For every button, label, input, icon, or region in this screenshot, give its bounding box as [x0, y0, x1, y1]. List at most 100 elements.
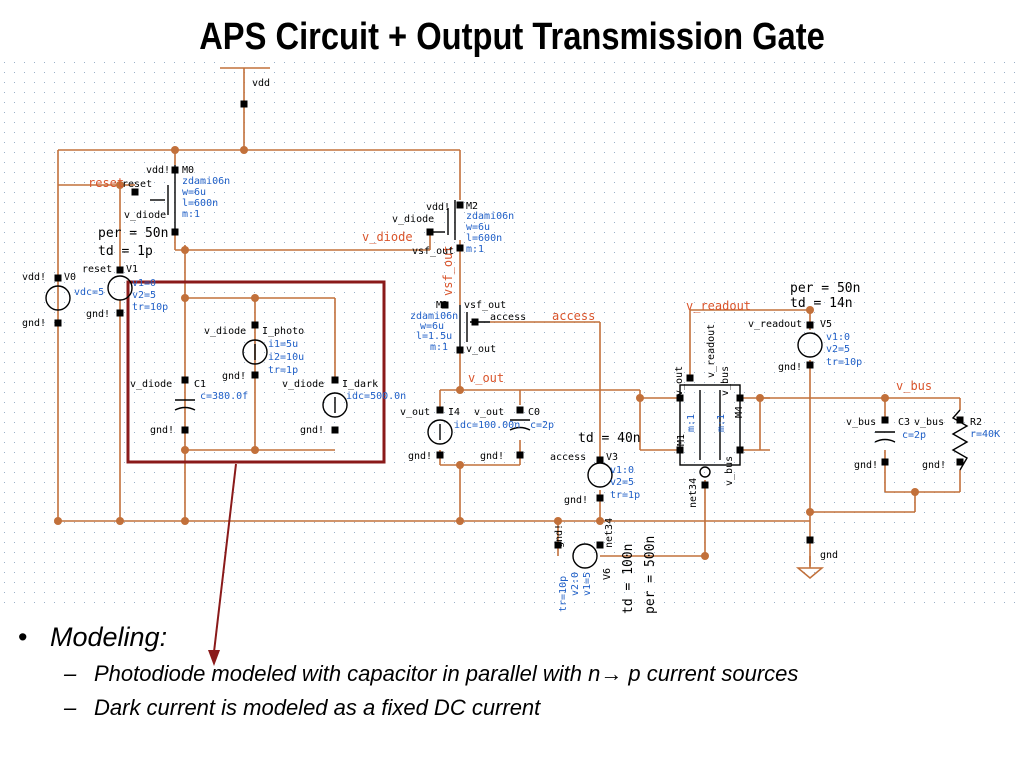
- c3-gnd-pin: gnd!: [854, 460, 878, 471]
- m0-m: m:1: [182, 209, 200, 220]
- v6-name: V6: [602, 568, 613, 580]
- v6-net34-pin: net34: [604, 518, 615, 548]
- right-arrow-icon: →: [600, 661, 623, 686]
- photodiode-highlight-box: [126, 280, 386, 464]
- c1-gnd-pin: gnd!: [150, 425, 174, 436]
- c1-c: c=380.0f: [200, 391, 248, 402]
- net-label-vsf-out: vsf_out: [441, 245, 455, 296]
- v3-name: V3: [606, 452, 618, 463]
- idark-pin: v_diode: [282, 379, 324, 390]
- sub-bullet-photodiode: – Photodiode modeled with capacitor in p…: [18, 661, 1018, 687]
- m3-m: m:1: [430, 342, 448, 353]
- callout-arrow-line: [213, 463, 237, 653]
- v6-per: per = 500n: [643, 536, 658, 614]
- m3-l: l=1.5u: [416, 331, 452, 342]
- m1-m: m:1: [686, 414, 697, 432]
- grid-dots: [4, 62, 1015, 603]
- m4-pin-vbus-top: v_bus: [720, 366, 731, 396]
- sub-bullet-photodiode-text-a: Photodiode modeled with capacitor in par…: [94, 661, 601, 686]
- m0-w: w=6u: [182, 187, 206, 198]
- r2-name: R2: [970, 417, 982, 428]
- v6-v1: v1=5: [582, 572, 593, 596]
- m1-pin-vreadout: v_readout: [706, 324, 717, 378]
- v6-tr: tr=10p: [558, 576, 569, 612]
- junctions: [54, 146, 919, 560]
- c3-pin: v_bus: [846, 417, 876, 428]
- m0-l: l=600n: [182, 198, 218, 209]
- m4-pin-vbus-bottom: v_bus: [724, 456, 735, 486]
- r2-gnd-pin: gnd!: [922, 460, 946, 471]
- idark-name: I_dark: [342, 379, 378, 390]
- m1-pin-vout: v_out: [674, 366, 685, 396]
- idark-gnd-pin: gnd!: [300, 425, 324, 436]
- v0-gnd-pin: gnd!: [22, 318, 46, 329]
- c0-pin: v_out: [474, 407, 504, 418]
- v5-name: V5: [820, 319, 832, 330]
- wires: [57, 67, 961, 568]
- c1-name: C1: [194, 379, 206, 390]
- v0-param: vdc=5: [74, 287, 104, 298]
- net-label-access: access: [552, 309, 595, 323]
- m0-model: zdami06n: [182, 176, 230, 187]
- m1-pin-net34: net34: [688, 478, 699, 508]
- callout-arrow-head: [208, 650, 220, 666]
- v1-td: td = 1p: [98, 244, 153, 259]
- iphoto-gnd-pin: gnd!: [222, 371, 246, 382]
- v5-gnd-pin: gnd!: [778, 362, 802, 373]
- m3-model: zdami06n: [410, 311, 458, 322]
- pin-markers: [54, 100, 964, 549]
- m3-drain-label: vsf_out: [464, 300, 506, 311]
- c0-c: c=2p: [530, 420, 554, 431]
- iphoto-i2: i2=10u: [268, 352, 304, 363]
- c0-gnd-pin: gnd!: [480, 451, 504, 462]
- v6-gnd-pin: gnd!: [554, 524, 565, 548]
- m4-name: M4: [734, 406, 745, 418]
- v5-tr: tr=10p: [826, 357, 862, 368]
- v6-v2: v2:0: [570, 572, 581, 596]
- m3-w: w=6u: [420, 321, 444, 332]
- v5-pin: v_readout: [748, 319, 802, 330]
- v1-gnd-pin: gnd!: [86, 309, 110, 320]
- m3-name: M3: [436, 300, 448, 311]
- r2-r: r=40K: [970, 429, 1000, 440]
- bullet-dot: •: [18, 622, 28, 652]
- dash-marker: –: [64, 695, 77, 720]
- m3-source-label: v_out: [466, 344, 496, 355]
- m2-name: M2: [466, 201, 478, 212]
- m2-l: l=600n: [466, 233, 502, 244]
- slide-title: APS Circuit + Output Transmission Gate: [199, 16, 825, 58]
- c3-c: c=2p: [902, 430, 926, 441]
- iphoto-name: I_photo: [262, 326, 304, 337]
- sub-bullet-dark-current: – Dark current is modeled as a fixed DC …: [18, 695, 1018, 721]
- m2-source-label: vsf_out: [412, 246, 454, 257]
- i4-gnd-pin: gnd!: [408, 451, 432, 462]
- source-params-large: per = 50n td = 1p td = 40n per = 50n td …: [98, 226, 860, 614]
- i4-name: I4: [448, 407, 460, 418]
- v5-td: td = 14n: [790, 296, 853, 311]
- v5-v1: v1:0: [826, 332, 850, 343]
- vdd-top-label: vdd: [252, 78, 270, 89]
- iphoto-pin: v_diode: [204, 326, 246, 337]
- v3-tr: tr=1p: [610, 490, 640, 501]
- idark-idc: idc=500.0n: [346, 391, 406, 402]
- v0-name: V0: [64, 272, 76, 283]
- m0-gate-label: reset: [122, 179, 152, 190]
- i4-pin: v_out: [400, 407, 430, 418]
- m0-vdd-pin: vdd!: [146, 165, 170, 176]
- v6-td: td = 100n: [621, 544, 636, 614]
- sub-bullet-dark-current-text: Dark current is modeled as a fixed DC cu…: [94, 695, 541, 720]
- v3-v2: v2=5: [610, 477, 634, 488]
- v1-name: V1: [126, 264, 138, 275]
- net-label-v-out: v_out: [468, 371, 504, 385]
- iphoto-tr: tr=1p: [268, 365, 298, 376]
- net-label-v-diode: v_diode: [362, 230, 413, 244]
- v1-v1: v1=0: [132, 278, 156, 289]
- bullet-list: • Modeling: – Photodiode modeled with ca…: [18, 622, 1018, 729]
- v5-per: per = 50n: [790, 281, 860, 296]
- v1-v2: v2=5: [132, 290, 156, 301]
- c3-name: C3: [898, 417, 910, 428]
- c1-pin: v_diode: [130, 379, 172, 390]
- v3-td: td = 40n: [578, 431, 641, 446]
- m2-m: m:1: [466, 244, 484, 255]
